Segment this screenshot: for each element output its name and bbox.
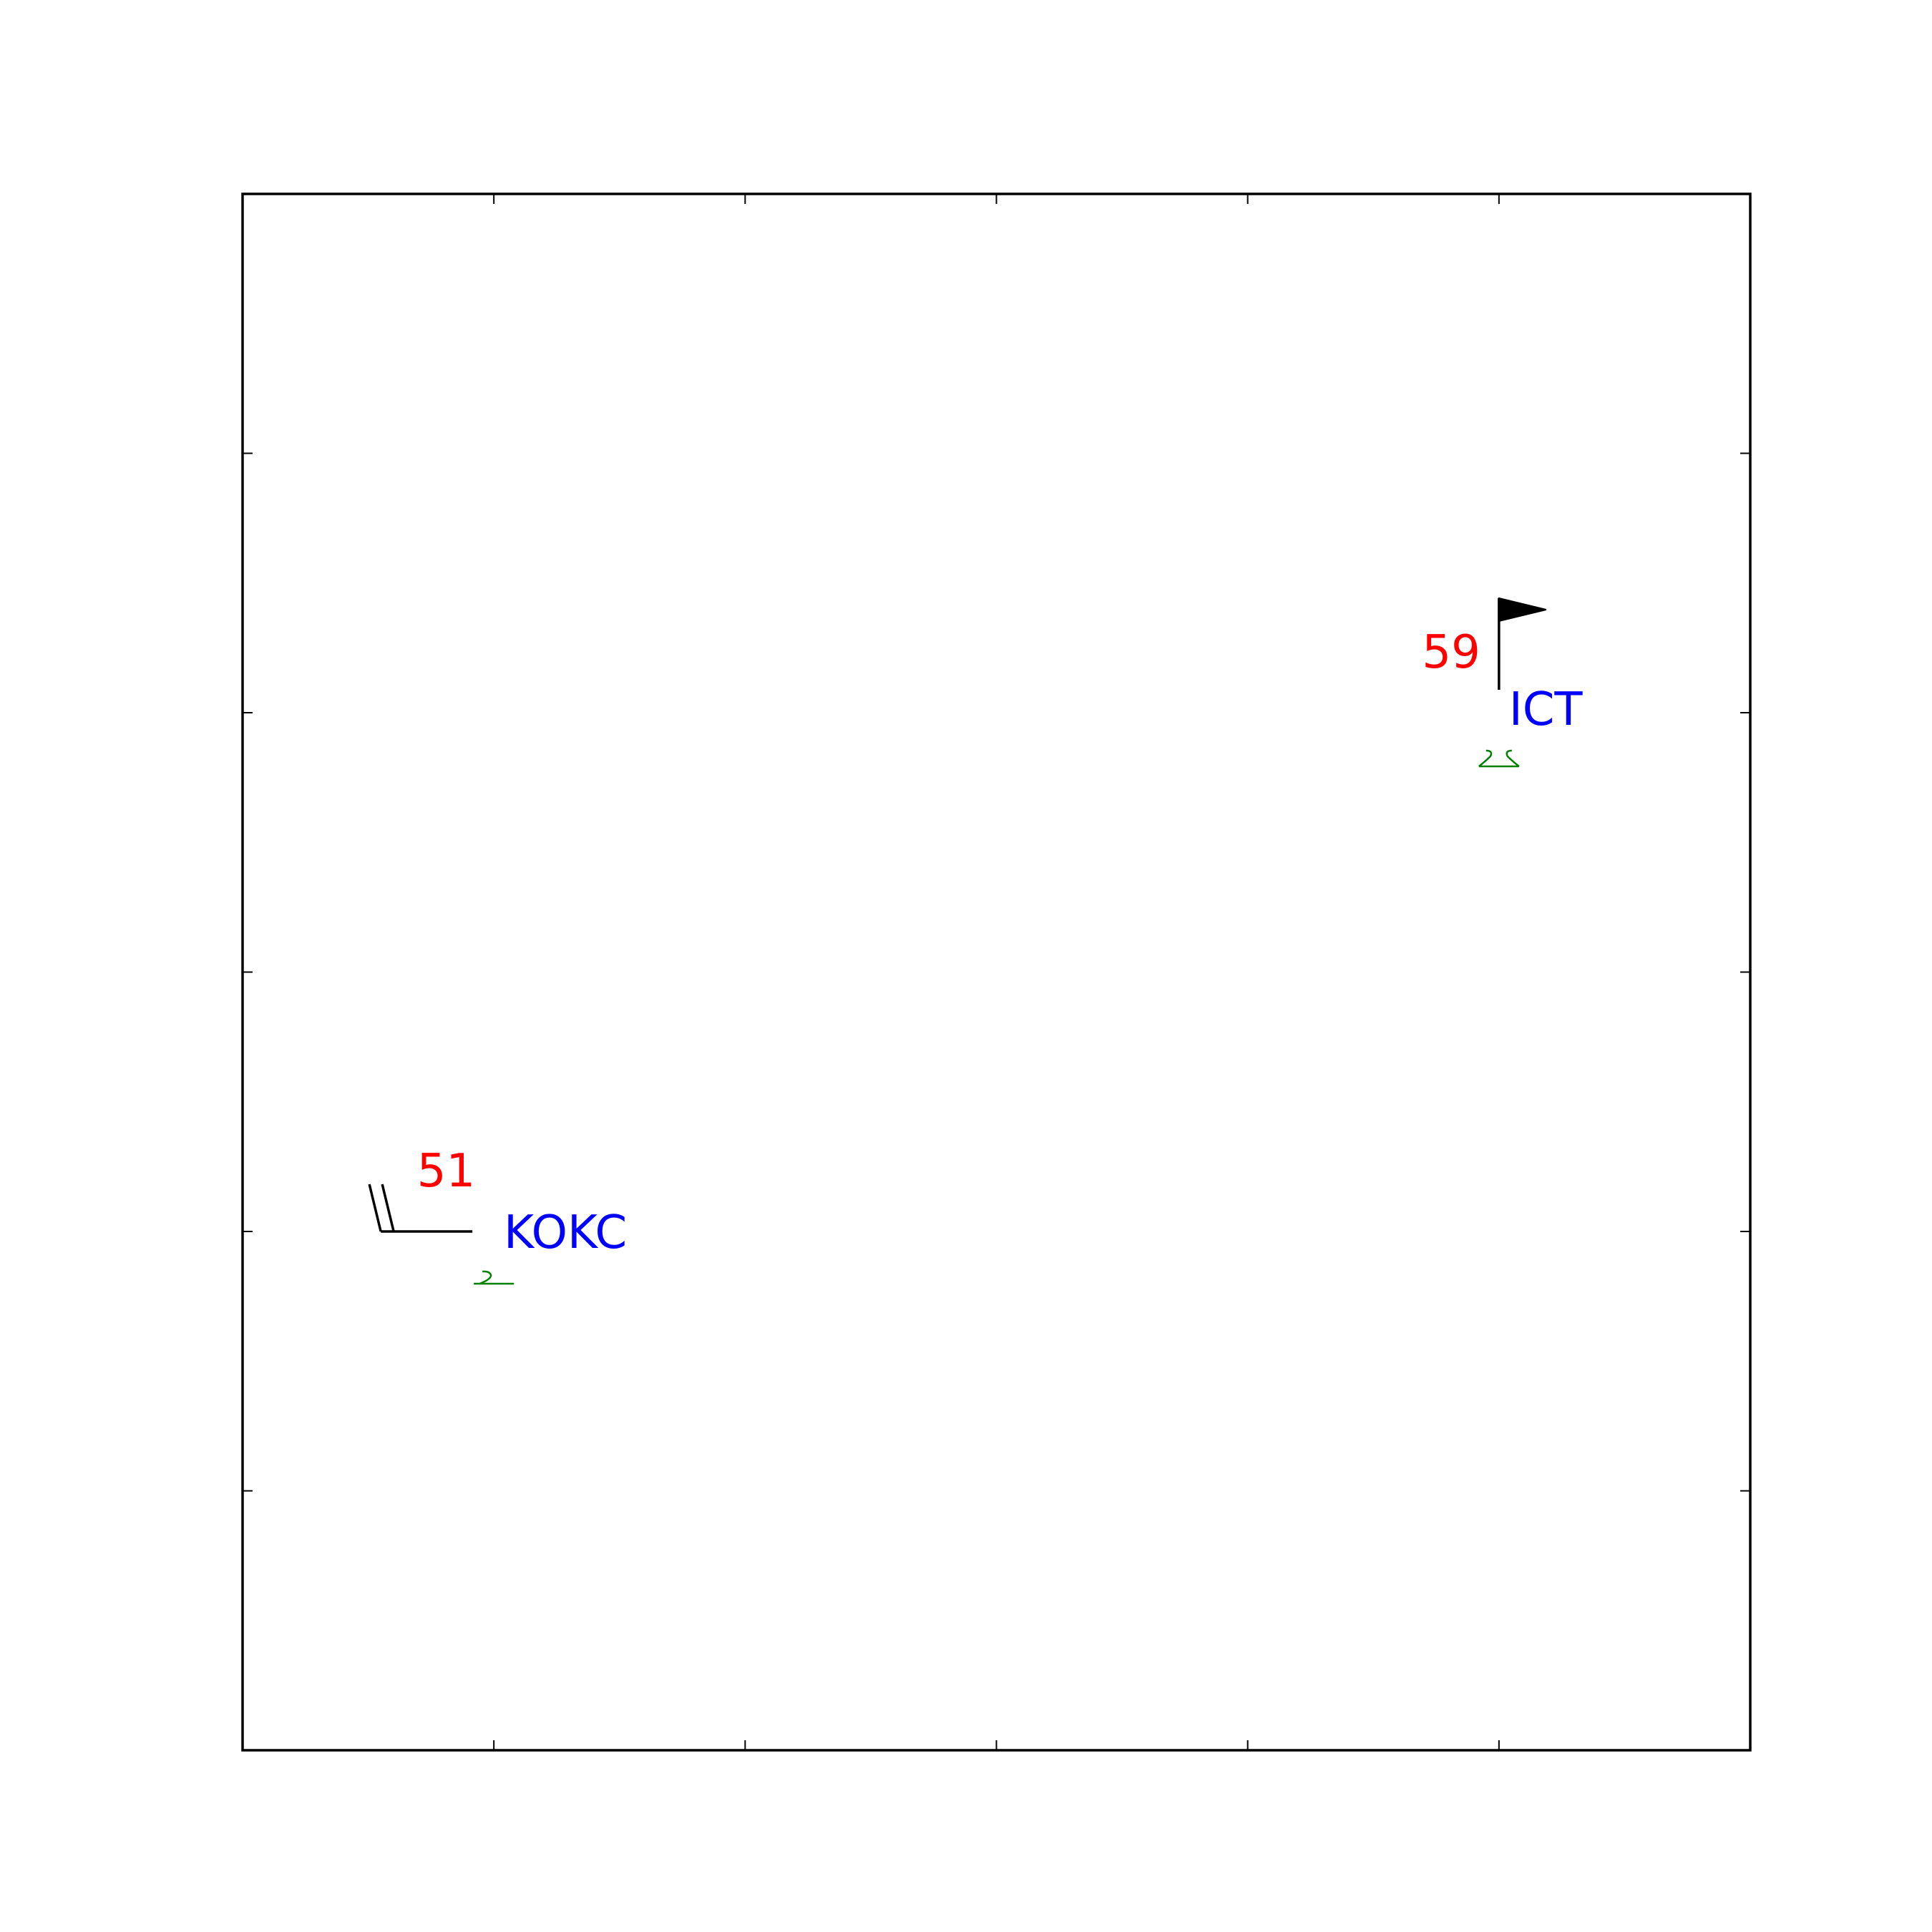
- station-id-label: ICT: [1509, 683, 1584, 736]
- barb-feather: [368, 1184, 382, 1232]
- station-id-label: KOKC: [504, 1206, 627, 1259]
- barb-pennant: [1498, 597, 1547, 623]
- present-weather-icon: [1478, 749, 1520, 768]
- axes-frame: [241, 192, 1752, 1752]
- wx-hook: [479, 1270, 492, 1285]
- barb-feather: [381, 1184, 395, 1232]
- axis-ticks: [243, 194, 1750, 1750]
- wind-barb-icon: [368, 1184, 473, 1233]
- wx-hook-left: [1478, 749, 1493, 767]
- wind-barb-icon: [1498, 597, 1547, 690]
- temperature-label: 59: [1422, 626, 1480, 679]
- temperature-label: 51: [417, 1145, 475, 1198]
- wx-hook-right: [1506, 749, 1520, 767]
- present-weather-icon: [474, 1270, 514, 1285]
